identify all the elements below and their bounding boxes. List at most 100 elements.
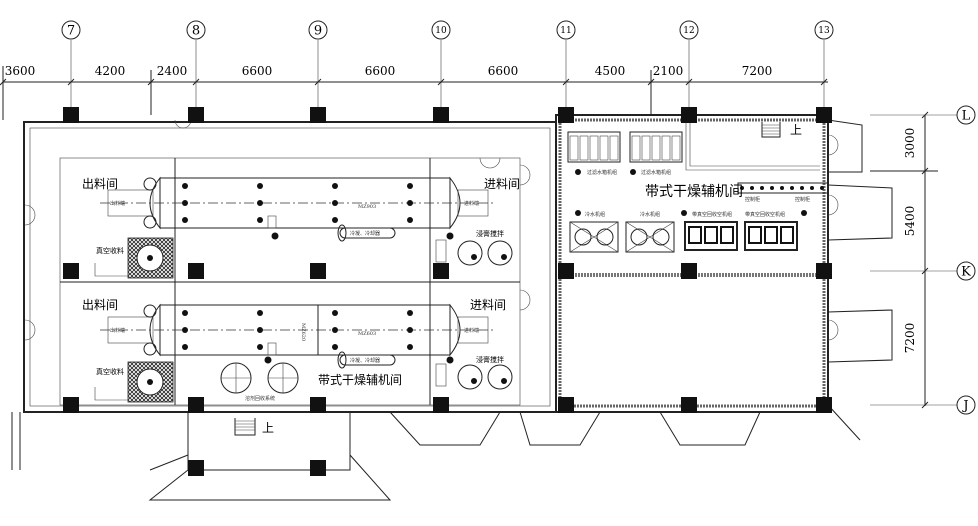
axis-bubble xyxy=(679,20,699,40)
door-swing xyxy=(24,319,36,341)
column xyxy=(816,397,832,413)
column xyxy=(681,107,697,123)
box xyxy=(267,215,277,229)
dimension-label: 2400 xyxy=(157,64,188,78)
inlet-end-label: 进料端 xyxy=(464,200,479,207)
axis-label: 7 xyxy=(67,24,75,39)
water-unit-cell xyxy=(609,135,619,161)
dimension-label: 7200 xyxy=(742,64,773,78)
dimension-label: 6600 xyxy=(488,64,519,78)
door-swing xyxy=(479,157,501,169)
support-dot xyxy=(182,183,188,189)
vacuum-unit xyxy=(684,221,738,251)
control-cabinet-dot xyxy=(820,186,824,190)
vacuum-unit-part xyxy=(780,226,794,244)
room-label: 进料间 xyxy=(484,177,520,191)
dimension-label: 3600 xyxy=(5,64,36,78)
column xyxy=(558,263,574,279)
column xyxy=(558,107,574,123)
control-cabinet-dot xyxy=(800,186,804,190)
grid-row-axes: LKJ xyxy=(870,105,976,415)
equipment-label: 冷水机组 xyxy=(585,211,605,218)
chiller-cross xyxy=(569,221,619,253)
control-box xyxy=(435,363,447,387)
mix-tank xyxy=(487,364,513,390)
water-unit-cell xyxy=(651,135,661,161)
column xyxy=(558,397,574,413)
column xyxy=(63,397,79,413)
chiller-fan xyxy=(596,228,614,246)
control-cabinet-dot xyxy=(770,186,774,190)
fixture-dot xyxy=(446,232,454,240)
column xyxy=(188,263,204,279)
outlet-end-label: 出料端 xyxy=(110,327,125,334)
fan xyxy=(143,342,157,356)
chiller-fan xyxy=(574,228,592,246)
column xyxy=(188,397,204,413)
water-unit-cell xyxy=(589,135,599,161)
support-dot xyxy=(407,310,413,316)
fan xyxy=(143,215,157,229)
fixture-dot xyxy=(801,210,807,216)
column xyxy=(681,263,697,279)
control-cabinet-row xyxy=(737,182,829,194)
chiller-fan xyxy=(652,228,670,246)
support-dot xyxy=(407,327,413,333)
dimension-tick xyxy=(685,78,693,86)
condenser-label: 冷凝、冷却器 xyxy=(350,357,380,364)
control-box xyxy=(435,239,447,263)
dimension-tick xyxy=(647,78,655,86)
stair-top: 上 xyxy=(761,122,802,138)
fixture-dot xyxy=(271,232,279,240)
support-dot xyxy=(257,344,263,350)
control-cabinet-dot xyxy=(750,186,754,190)
water-unit-cell xyxy=(631,135,641,161)
dimension-tick xyxy=(820,78,828,86)
dimension-label: 4500 xyxy=(595,64,626,78)
equipment-label: 过滤水箱机组 xyxy=(587,169,617,176)
equipment-label: 浸膏搅拌 xyxy=(476,229,504,238)
room-label: 出料间 xyxy=(82,298,118,312)
water-unit xyxy=(629,131,683,163)
inlet-end-label: 进料端 xyxy=(464,327,479,334)
building-walls xyxy=(11,114,893,501)
outlet-end-label: 出料端 xyxy=(110,200,125,207)
control-cabinet-dot xyxy=(740,186,744,190)
axis-bubble xyxy=(61,20,81,40)
fixture-dot xyxy=(446,356,454,364)
mix-motor xyxy=(501,378,507,384)
water-unit-cell xyxy=(599,135,609,161)
structural-columns xyxy=(63,107,832,476)
mix-motor xyxy=(471,378,477,384)
aux-equipment-right xyxy=(567,131,829,253)
chiller xyxy=(625,221,675,253)
dryer-model-label: MZ903 xyxy=(358,204,376,210)
support-dot xyxy=(407,183,413,189)
equipment-label: 浸膏搅拌 xyxy=(476,355,504,364)
equipment-label: 带真空回收空机组 xyxy=(745,211,785,218)
equipment-label: 带真空回收空机组 xyxy=(692,211,732,218)
axis-bubble xyxy=(956,105,976,125)
dimension-label: 6600 xyxy=(242,64,273,78)
water-unit-cell xyxy=(579,135,589,161)
vacuum-collector-core xyxy=(147,255,153,261)
aux-equipment-left xyxy=(94,232,513,403)
vertical-dimension-line xyxy=(870,115,938,406)
dimension-tick xyxy=(67,78,75,86)
vacuum-unit-part xyxy=(688,226,702,244)
mix-motor xyxy=(501,254,507,260)
belt-dryer: 出料端进料端MZ903冷凝、冷却器 xyxy=(100,176,495,242)
horizontal-dimension-line xyxy=(2,66,828,120)
support-dot xyxy=(332,344,338,350)
belt-dryer: 出料端进料端MZ603冷凝、冷却器MZ620 xyxy=(100,303,495,369)
door-swing xyxy=(827,134,839,156)
column xyxy=(188,107,204,123)
dryer-model-label: MZ603 xyxy=(358,331,376,337)
axis-bubble xyxy=(956,261,976,281)
column xyxy=(433,397,449,413)
dimension-tick xyxy=(147,78,155,86)
water-unit-cell xyxy=(661,135,671,161)
condenser xyxy=(339,354,396,366)
support-dot xyxy=(257,183,263,189)
door-swing xyxy=(827,194,839,216)
